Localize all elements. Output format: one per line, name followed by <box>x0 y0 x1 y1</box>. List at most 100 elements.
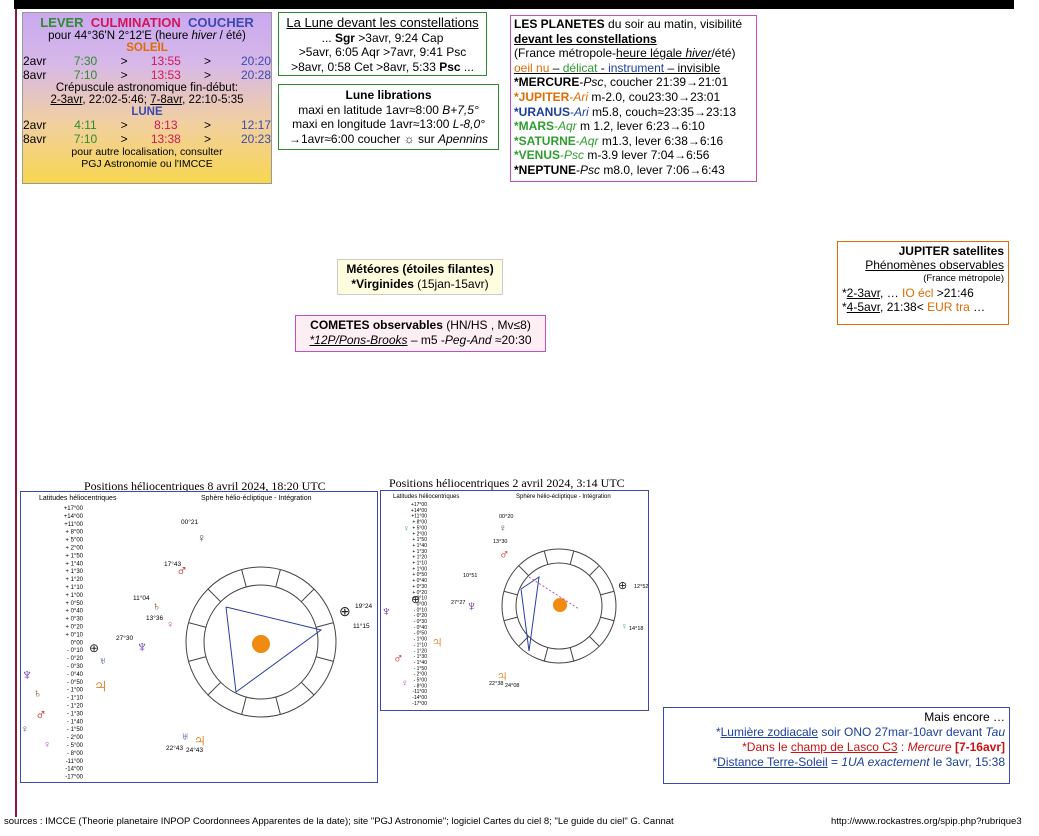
planet-dash: - <box>575 133 580 148</box>
planet-const: Ari <box>573 89 589 104</box>
jup-r2a: * <box>842 300 847 314</box>
chart1-venus-symbol: ♀ <box>166 619 174 631</box>
planet-star: * <box>514 89 519 104</box>
lat-tick-label: + 1°00 <box>65 593 83 599</box>
lat-tick-label: - 0°20 <box>414 613 428 619</box>
libr-line-1: maxi en latitude 1avr≈8:00 B+7,5° <box>279 103 498 118</box>
lat-tick-label: + 5°00 <box>65 538 83 544</box>
comets-title-line: COMETES observables (HN/HS , Mv≤8) <box>296 318 545 333</box>
jup-r2d: EUR tra <box>927 300 970 314</box>
sun-sep: > <box>120 54 128 68</box>
jup-r1b: 2-3avr <box>846 286 881 300</box>
chart2-jupiter-symbol: ♃ <box>496 668 508 685</box>
planet-star: * <box>514 162 519 177</box>
chart1-mars-lat: ♂ <box>35 707 47 724</box>
lat-tick-label: 0°00 <box>71 640 84 646</box>
lat-tick-label: - 0°50 <box>414 631 428 637</box>
moon-lever: 7:10 <box>73 132 98 146</box>
chart2-earth-symbol: ⊕ <box>618 580 627 592</box>
sun-culm: 13:53 <box>150 68 181 82</box>
lat-tick-label: -17°00 <box>412 701 427 707</box>
zodiac-spoke <box>315 656 334 662</box>
chart2-label-e: 12°52 <box>634 584 648 590</box>
sun-lever: 7:30 <box>73 54 98 68</box>
lat-tick-label: - 0°30 <box>67 664 84 670</box>
sun-sep: > <box>204 68 212 82</box>
zodiac-spoke <box>300 588 315 603</box>
planets-subtitle: devant les constellations <box>514 31 657 46</box>
zodiac-spoke <box>543 647 549 662</box>
chart1-saturn-symbol: ♄ <box>152 599 161 613</box>
jupiter-row-1: *2-3avr, … IO écl >21:46 <box>842 286 1004 300</box>
crep-val-1: , 22:02-5:46; <box>82 94 151 106</box>
chart1-label-h: 22°43 <box>166 744 183 752</box>
chart1-ticks: +17°00+14°00+11°00+ 8°00+ 5°00+ 2°00+ 1°… <box>64 506 84 781</box>
more-line-1: *Lumière zodiacale soir ONO 27mar-10avr … <box>668 725 1005 740</box>
planets-t3d: /été) <box>711 46 736 61</box>
lat-tick-label: - 1°10 <box>414 642 428 648</box>
lat-tick-label: -11°00 <box>66 759 84 765</box>
chart1-uranus-lat: ♅ <box>99 656 107 667</box>
mc-l1a: ... <box>321 30 335 45</box>
lat-tick-label: + 1°00 <box>412 566 427 572</box>
mais-l2f: 7 <box>958 740 966 754</box>
more-line-3: *Distance Terre-Soleil = 1UA exactement … <box>668 755 1005 770</box>
planet-name: URANUS <box>518 104 571 119</box>
lat-tick-label: -14°00 <box>65 767 83 773</box>
chart2-jupiter-lat: ♃ <box>431 634 443 651</box>
planet-dash: - <box>570 104 575 119</box>
lat-tick-label: - 0°10 <box>67 648 84 654</box>
lat-tick-label: - 5°00 <box>414 678 428 684</box>
planet-row: *MERCURE-Psc, coucher 21:39→21:01 <box>514 75 753 90</box>
chart2-earth-lat: ⊕ <box>411 594 420 606</box>
lat-tick-label: + 0°50 <box>65 601 83 607</box>
lune-heading: LUNE <box>131 106 163 118</box>
moon-lever: 4:11 <box>74 118 97 132</box>
planet-const: Aqr <box>558 119 577 134</box>
footer-url[interactable]: http://www.rockastres.org/spip.php?rubri… <box>831 816 1022 827</box>
mais-l1a: * <box>715 725 721 739</box>
zodiacal-light-link[interactable]: Lumière zodiacale <box>720 725 819 739</box>
lat-tick-label: + 5°00 <box>412 525 427 531</box>
lat-tick-label: -11°00 <box>413 689 428 695</box>
moon-const-line-2: >5avr, 6:05 Aqr >7avr, 9:41 Psc <box>298 45 467 59</box>
lat-tick-label: - 1°50 <box>67 727 84 733</box>
librations-title: Lune librations <box>345 88 432 102</box>
jup-r2c: , 21:38< <box>880 300 928 314</box>
zodiac-spoke <box>275 696 281 715</box>
distance-link[interactable]: Distance Terre-Soleil <box>717 755 828 769</box>
moon-culm: 8:13 <box>154 118 178 132</box>
planet-const: Psc <box>580 162 601 177</box>
lat-tick-label: +11°00 <box>64 522 83 528</box>
zodiac-spoke <box>241 696 247 715</box>
zodiac-spoke <box>518 565 529 576</box>
planet-dash: - <box>579 75 584 90</box>
libr-l2b: L-8,0° <box>452 117 485 131</box>
chart2-label-c: 10°51 <box>463 573 477 579</box>
chart1-label-i: 24°43 <box>186 746 203 754</box>
lat-tick-label: - 1°10 <box>67 696 84 702</box>
planet-name: SATURNE <box>518 133 576 148</box>
location-end: / été) <box>216 30 246 42</box>
chart1-outer-ring <box>185 566 337 718</box>
comets-line: *12P/Pons-Brooks – m5 -Peg-And ≈20:30 <box>296 333 545 348</box>
lat-tick-label: +14°00 <box>411 508 427 514</box>
chart1-mercury-lat: ♀ <box>21 724 29 735</box>
lasco-c3-link[interactable]: champ de Lasco C3 <box>790 740 898 754</box>
legend-invisible: invisible <box>677 60 721 75</box>
mc-l3a: >8avr, 0:58 Cet >8avr, 5:33 <box>291 59 440 74</box>
lat-tick-label: + 0°10 <box>412 596 427 602</box>
moon-coucher: 20:23 <box>240 132 271 146</box>
planets-france-line: (France métropole-heure légale hiver/été… <box>514 46 753 61</box>
zodiac-spoke <box>300 681 315 696</box>
planet-row: *VENUS-Psc m-3.9 lever 7:04→6:56 <box>514 148 753 163</box>
lat-tick-label: - 0°10 <box>414 607 428 613</box>
planet-const: Psc <box>564 148 585 163</box>
lat-tick-label: - 2°00 <box>414 672 428 678</box>
lat-tick-label: -17°00 <box>65 775 83 781</box>
planet-name: JUPITER <box>518 89 570 104</box>
sun-date: 8avr <box>23 68 47 82</box>
lat-tick-label: + 1°20 <box>412 555 427 561</box>
